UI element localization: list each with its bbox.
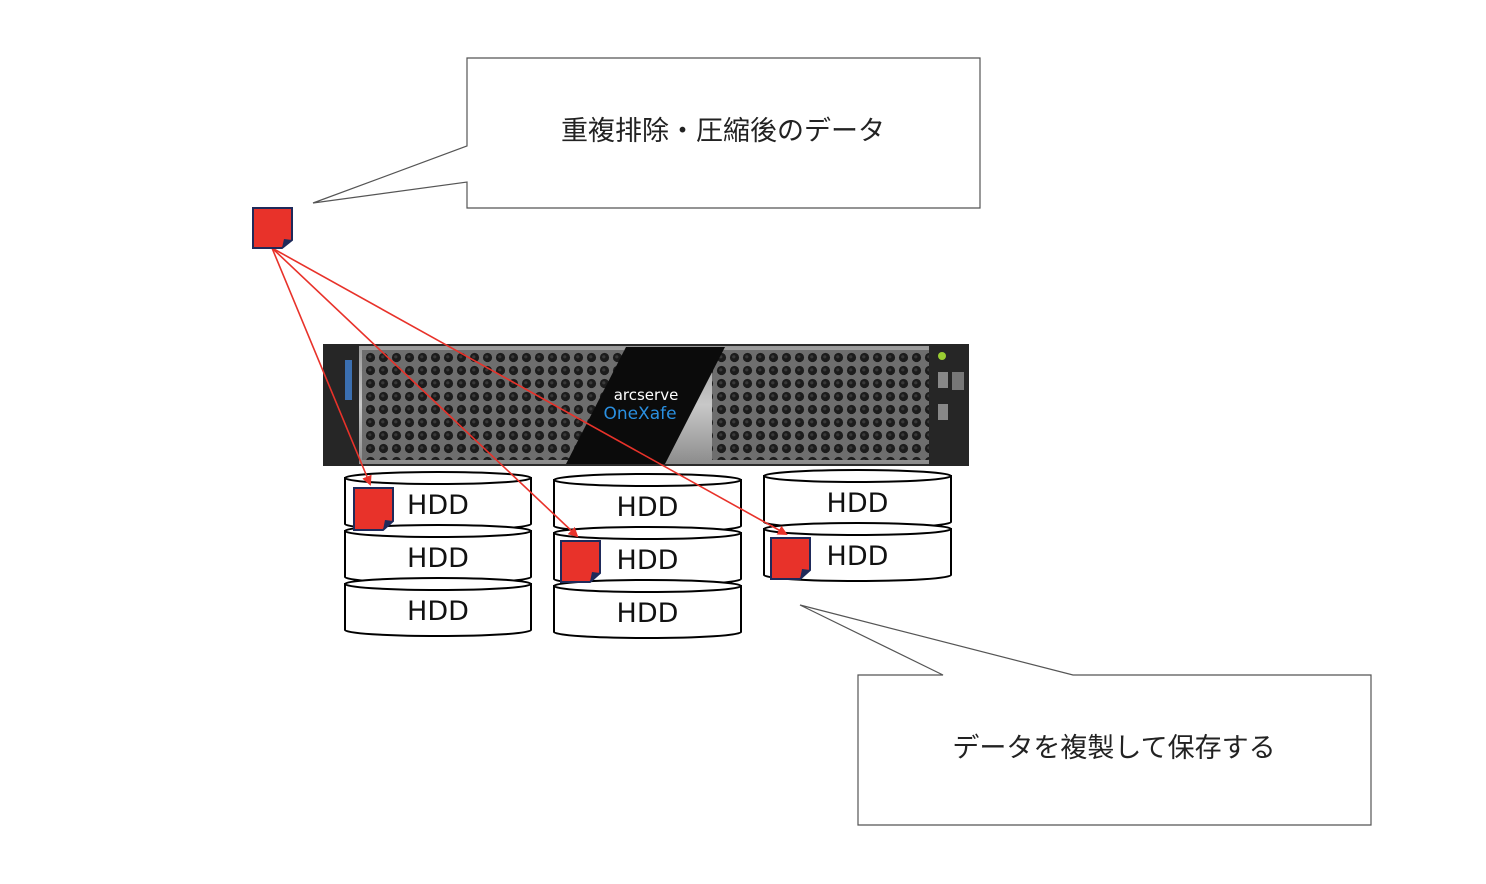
server-grille-right — [712, 350, 930, 460]
hdd-label: HDD — [617, 492, 679, 523]
arrow-to-disk-1 — [271, 247, 372, 486]
brand-onexafe: OneXafe — [603, 404, 676, 424]
hdd-disk: HDD — [763, 469, 952, 529]
callout-compressed-data-text: 重複排除・圧縮後のデータ — [561, 116, 885, 147]
hdd-disk: HDD — [553, 473, 742, 533]
server-usb-port — [938, 372, 948, 388]
replica-block-disk-3 — [770, 537, 811, 580]
hdd-label: HDD — [617, 545, 679, 576]
hdd-disk: HDD — [344, 577, 532, 637]
power-button-icon — [938, 352, 946, 360]
hdd-label: HDD — [827, 488, 889, 519]
arrow-to-disk-3 — [271, 247, 788, 535]
hdd-label: HDD — [407, 596, 469, 627]
server-usb-port-2 — [938, 404, 948, 420]
brand-arcserve: arcserve — [614, 386, 679, 404]
server-brand-panel — [566, 347, 725, 464]
source-data-block — [252, 207, 293, 249]
callout-replicate-data-text: データを複製して保存する — [952, 733, 1275, 764]
server-vga-port — [952, 372, 964, 390]
hdd-label: HDD — [827, 541, 889, 572]
replica-block-disk-2 — [560, 540, 601, 583]
disk-stacks: HDD HDD HDD HDD HDD HDD HDD HDD — [344, 469, 952, 639]
arrow-to-disk-2 — [271, 247, 579, 538]
replica-block-disk-1 — [353, 487, 394, 531]
server-appliance: arcserve OneXafe — [323, 344, 969, 466]
hdd-disk: HDD — [344, 524, 532, 584]
hdd-label: HDD — [407, 490, 469, 521]
hdd-label: HDD — [407, 543, 469, 574]
callout-compressed-data: 重複排除・圧縮後のデータ — [312, 57, 981, 209]
hdd-disk: HDD — [553, 579, 742, 639]
callout-replicate-data: データを複製して保存する — [799, 604, 1372, 826]
replication-arrows — [271, 247, 788, 538]
hdd-label: HDD — [617, 598, 679, 629]
